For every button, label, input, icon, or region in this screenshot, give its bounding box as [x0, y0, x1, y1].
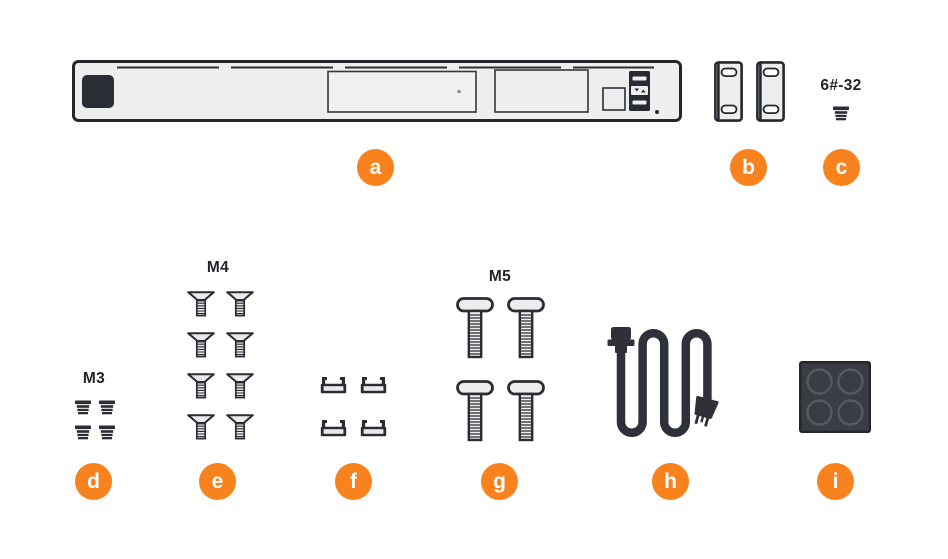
m5-screw-icon [456, 380, 494, 442]
m4-screw-icon [226, 373, 254, 399]
item-badge-b: b [730, 149, 767, 186]
m5-screw-icon [456, 297, 494, 359]
screw-size-label-m3: M3 [82, 370, 106, 387]
m5-screw-icon [507, 297, 545, 359]
item-badge-e: e [199, 463, 236, 500]
m3-screw-group [74, 400, 116, 441]
cage-clip-icon [320, 418, 347, 437]
item-badge-h: h [652, 463, 689, 500]
m5-screw-icon [507, 380, 545, 442]
rack-bracket-right [756, 61, 785, 122]
item-badge-a: a [357, 149, 394, 186]
cage-clip-icon [360, 375, 387, 394]
m4-screw-icon [226, 332, 254, 358]
item-badge-d: d [75, 463, 112, 500]
power-cord-icon [607, 327, 719, 437]
m4-screw-icon [187, 414, 215, 440]
rack-bracket-left [714, 61, 743, 122]
m4-screw-icon [226, 291, 254, 317]
cord-cable [616, 329, 712, 437]
m4-screw-icon [187, 332, 215, 358]
ethernet-port-block [494, 69, 589, 113]
logo-panel [82, 75, 114, 108]
m3-screw-icon [74, 400, 92, 416]
m3-screw-icon [98, 425, 116, 441]
cage-clip-icon [360, 418, 387, 437]
cage-clip-group [320, 375, 387, 437]
power-plug [694, 395, 719, 427]
m4-screw-icon [226, 414, 254, 440]
reset-button-dot [655, 110, 659, 114]
item-badge-g: g [481, 463, 518, 500]
screw-size-label-m5: M5 [488, 268, 512, 285]
display-panel [327, 70, 477, 113]
screw-size-label-m4: M4 [206, 259, 230, 276]
m4-screw-icon [187, 291, 215, 317]
item-badge-f: f [335, 463, 372, 500]
m3-screw-icon [98, 400, 116, 416]
cage-clip-icon [320, 375, 347, 394]
screw-6-32-icon [832, 106, 850, 122]
m5-screw-group [456, 297, 545, 442]
sfp-cage [629, 71, 650, 111]
item-badge-c: c [823, 149, 860, 186]
m4-screw-icon [187, 373, 215, 399]
rack-appliance-illustration [72, 60, 682, 122]
wan-port [602, 87, 626, 111]
item-badge-i: i [817, 463, 854, 500]
screw-size-label-6-32: 6#-32 [820, 77, 862, 94]
rubber-feet-icon [799, 361, 871, 433]
m3-screw-icon [74, 425, 92, 441]
m4-screw-group [187, 291, 254, 440]
